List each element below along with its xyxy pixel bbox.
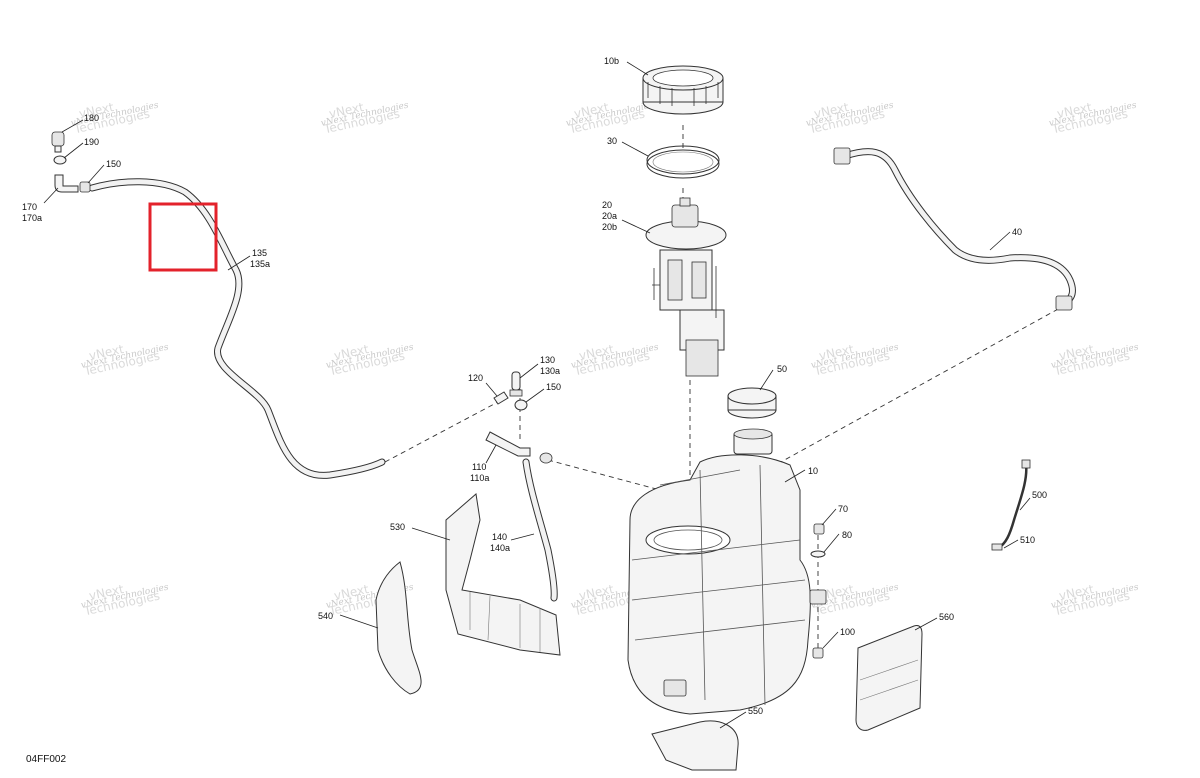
leader-lines xyxy=(43,61,1031,729)
watermark: vNext vNext Technologies Technologies xyxy=(570,342,660,379)
hose-140 xyxy=(522,458,558,602)
watermark-grid: vNext vNext Technologies Technologies vN… xyxy=(70,100,1140,619)
callout-110: 110 xyxy=(472,462,486,472)
callout-70: 70 xyxy=(838,504,848,514)
callout-135: 135 xyxy=(252,248,267,258)
callout-550: 550 xyxy=(748,706,763,716)
callout-10: 10 xyxy=(808,466,818,476)
fitting-120 xyxy=(493,391,509,405)
elbow-170 xyxy=(54,174,79,193)
watermark: vNext vNext Technologies Technologies xyxy=(80,582,170,619)
callout-50: 50 xyxy=(777,364,787,374)
callout-140a: 140a xyxy=(490,543,510,553)
clamp-150-left xyxy=(79,181,91,193)
callout-150-mid: 150 xyxy=(546,382,561,392)
seal-ring-30 xyxy=(646,145,720,179)
nut-100 xyxy=(812,647,824,659)
callout-150-left: 150 xyxy=(106,159,121,169)
callout-labels: 180 190 150 170 170a 135 135a 10b 30 20 … xyxy=(22,56,1047,765)
callout-180: 180 xyxy=(84,113,99,123)
watermark: vNext vNext Technologies Technologies xyxy=(1050,342,1140,379)
watermark: vNext vNext Technologies Technologies xyxy=(325,342,415,379)
callout-80: 80 xyxy=(842,530,852,540)
callout-100: 100 xyxy=(840,627,855,637)
callout-510: 510 xyxy=(1020,535,1035,545)
callout-40: 40 xyxy=(1012,227,1022,237)
callout-500: 500 xyxy=(1032,490,1047,500)
heat-shield-560 xyxy=(855,625,923,731)
callout-170: 170 xyxy=(22,202,37,212)
callout-530: 530 xyxy=(390,522,405,532)
callout-190: 190 xyxy=(84,137,99,147)
vent-hose-135 xyxy=(88,178,386,479)
ground-wire-500 xyxy=(991,459,1031,551)
watermark: vNext vNext Technologies Technologies xyxy=(70,100,160,137)
elbow-130 xyxy=(509,371,523,397)
callout-10b: 10b xyxy=(604,56,619,66)
tee-110 xyxy=(485,431,553,464)
watermark: vNext vNext Technologies Technologies xyxy=(1048,100,1138,137)
highlight-box xyxy=(148,202,218,272)
watermark: vNext vNext Technologies Technologies xyxy=(805,100,895,137)
callout-140: 140 xyxy=(492,532,507,542)
washer-80 xyxy=(810,550,826,558)
watermark: vNext vNext Technologies Technologies xyxy=(810,342,900,379)
screw-70 xyxy=(813,523,825,535)
fitting-180 xyxy=(51,131,65,153)
diagram-code: 04FF002 xyxy=(26,754,66,765)
callout-20: 20 xyxy=(602,200,612,210)
filler-cap-50 xyxy=(727,387,777,419)
callout-135a: 135a xyxy=(250,259,270,269)
heat-shield-540 xyxy=(375,561,422,695)
callout-130a: 130a xyxy=(540,366,560,376)
callout-170a: 170a xyxy=(22,213,42,223)
callout-120: 120 xyxy=(468,373,483,383)
callout-20a: 20a xyxy=(602,211,617,221)
fuel-tank-10 xyxy=(627,428,827,715)
heat-shield-550 xyxy=(651,720,739,771)
clamp-190 xyxy=(53,155,67,165)
watermark: vNext vNext Technologies Technologies xyxy=(1050,582,1140,619)
clamp-150-mid xyxy=(514,399,528,411)
callout-560: 560 xyxy=(939,612,954,622)
heat-shield-530 xyxy=(445,493,561,656)
callout-30: 30 xyxy=(607,136,617,146)
callout-540: 540 xyxy=(318,611,333,621)
watermark: vNext vNext Technologies Technologies xyxy=(320,100,410,137)
callout-110a: 110a xyxy=(470,473,489,483)
callout-130: 130 xyxy=(540,355,555,365)
callout-20b: 20b xyxy=(602,222,617,232)
watermark: vNext vNext Technologies Technologies xyxy=(80,342,170,379)
lock-ring-10b xyxy=(642,65,724,115)
vent-hose-40 xyxy=(833,147,1077,311)
fuel-pump-module-20 xyxy=(645,197,727,377)
